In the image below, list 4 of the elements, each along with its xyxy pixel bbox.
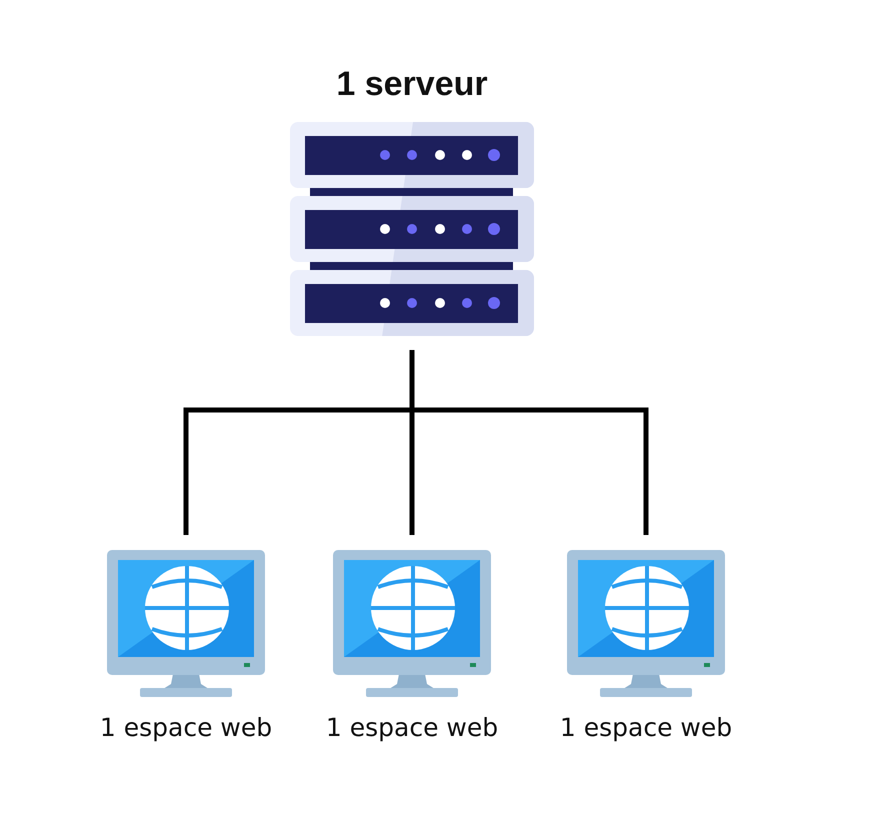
server-title: 1 serveur [335, 64, 489, 105]
monitor-caption: 1 espace web [324, 712, 500, 744]
monitor-caption: 1 espace web [558, 712, 734, 744]
monitor-caption: 1 espace web [98, 712, 274, 744]
